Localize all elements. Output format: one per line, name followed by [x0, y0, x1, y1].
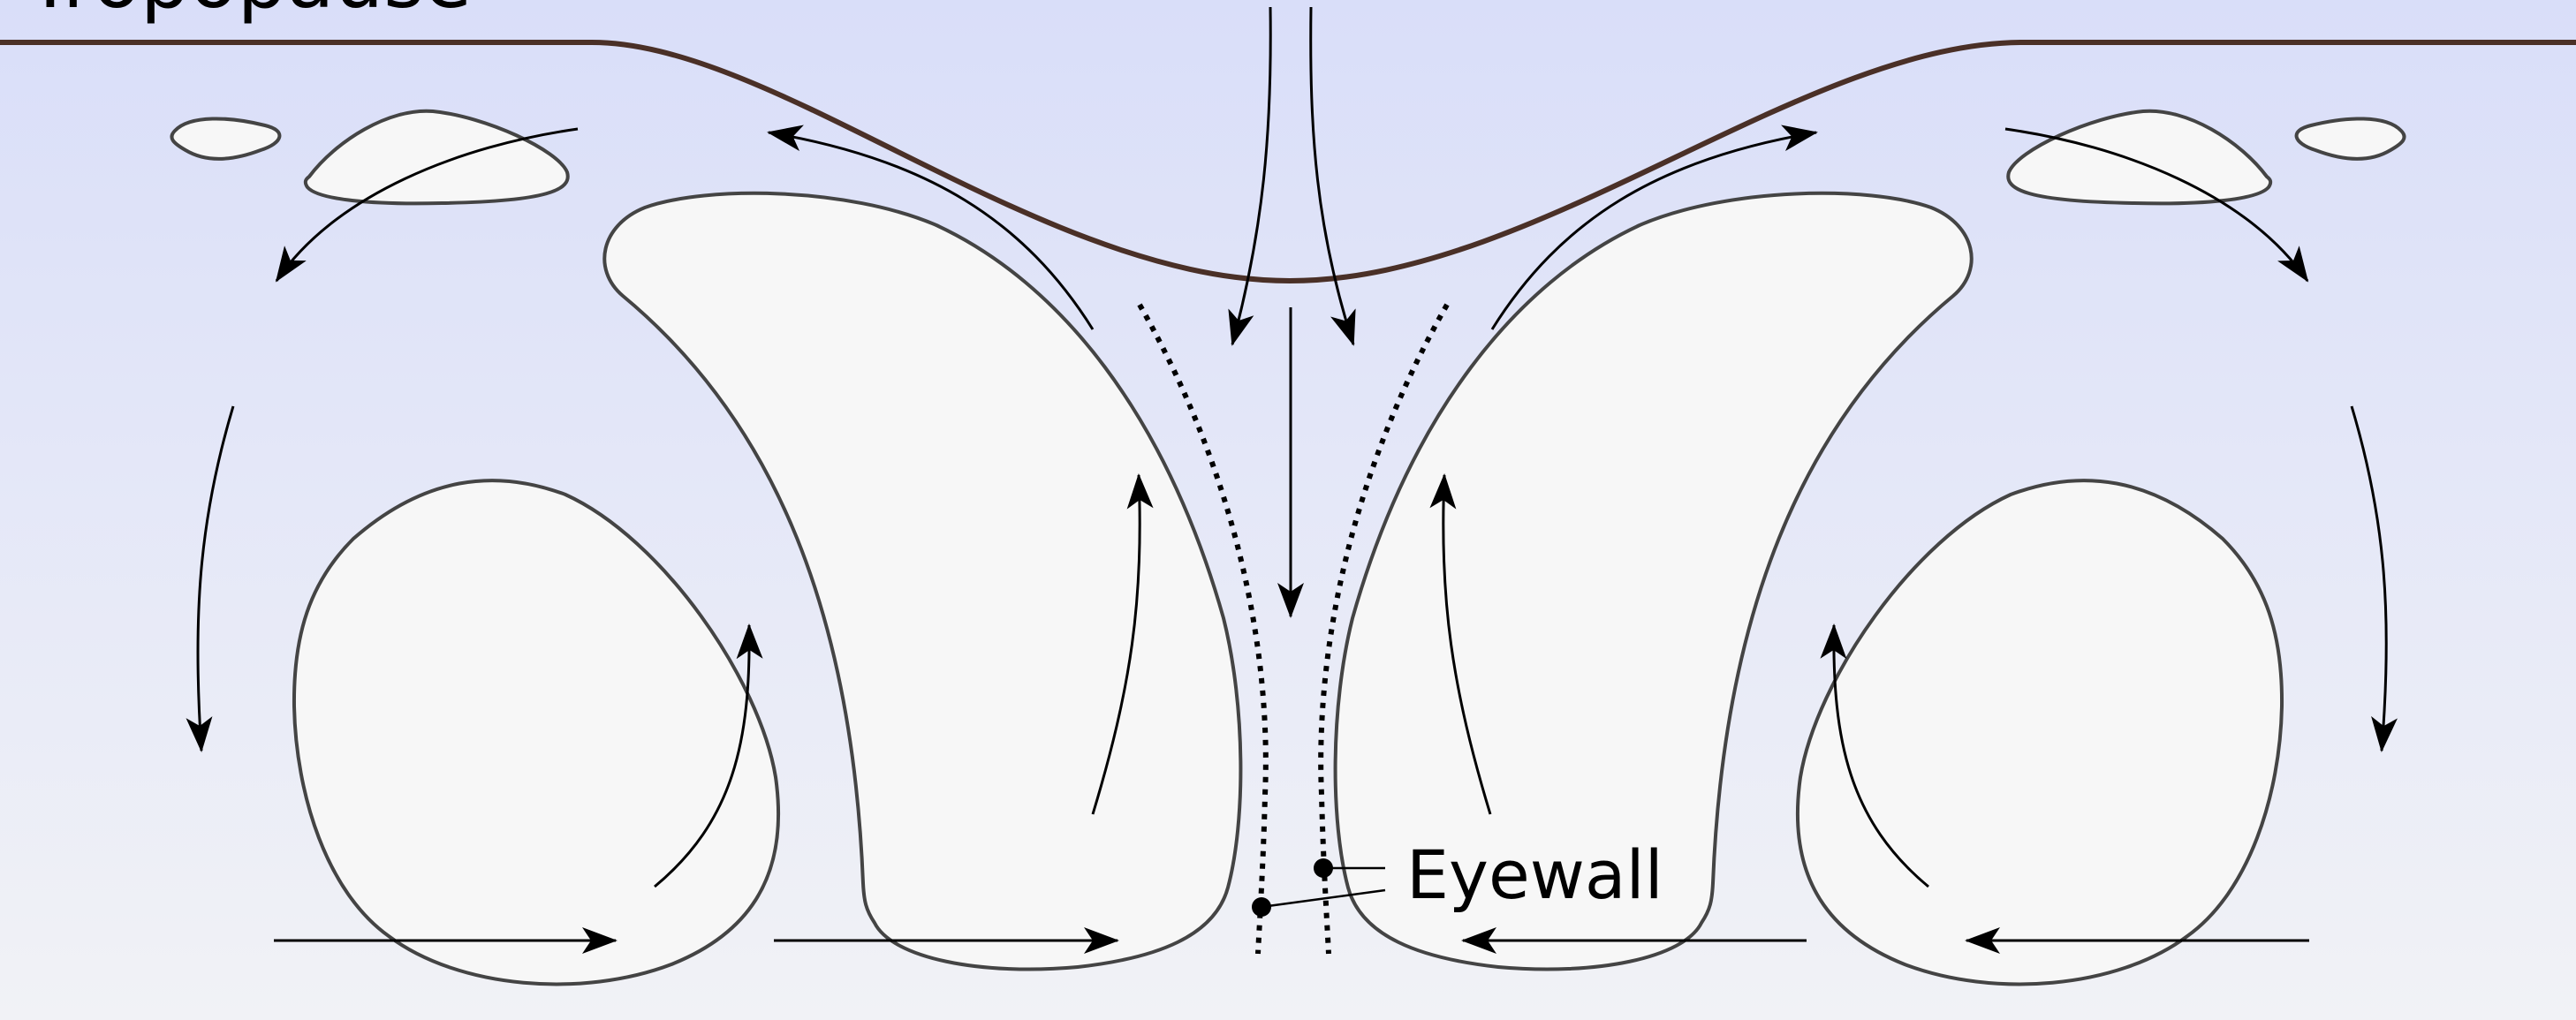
tropopause-label: Tropopause — [26, 0, 472, 26]
eyewall-label: Eyewall — [1406, 835, 1663, 914]
